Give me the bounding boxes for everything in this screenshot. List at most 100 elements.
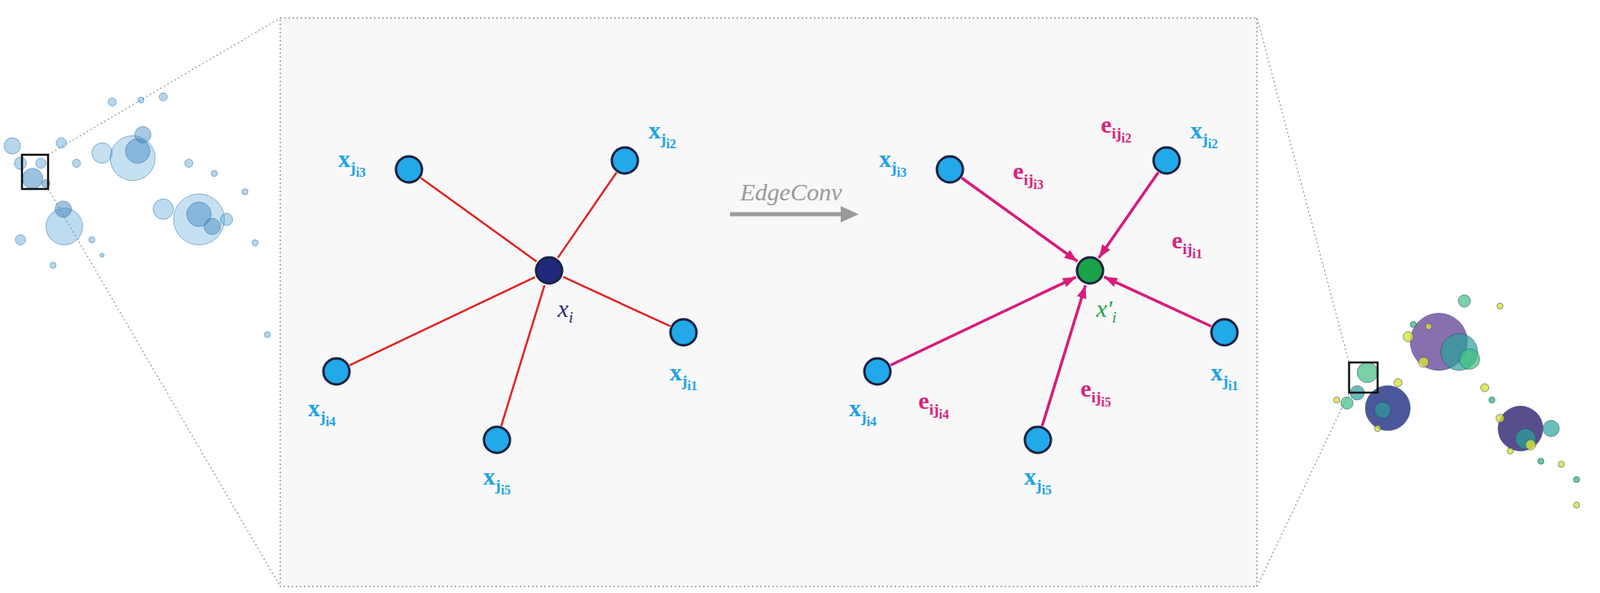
point-node: xji2 — [610, 145, 640, 176]
cloud-point — [15, 234, 27, 246]
cloud-point — [1538, 457, 1545, 465]
point-circle — [395, 156, 422, 183]
point-circle — [611, 147, 638, 174]
node-shape — [321, 356, 352, 387]
cloud-point — [14, 157, 27, 170]
cloud-point — [137, 96, 145, 104]
cloud-point — [1542, 420, 1560, 437]
transform-arrowhead — [840, 206, 859, 223]
edge-feature-label: eiji3 — [1012, 158, 1044, 192]
point-circle — [1153, 147, 1180, 174]
cloud-point — [1573, 476, 1581, 484]
point-node: xji4 — [862, 356, 893, 387]
point-label: xji3 — [338, 146, 366, 180]
point-cloud — [1333, 294, 1580, 509]
node-shape — [534, 255, 564, 286]
cloud-point — [1333, 396, 1341, 404]
point-label: xji3 — [879, 146, 907, 180]
cloud-point — [134, 126, 151, 143]
cloud-point — [204, 218, 221, 235]
point-node: xji5 — [1023, 425, 1053, 455]
point-node: xji4 — [321, 356, 352, 387]
cloud-point — [1498, 406, 1543, 452]
edge-feature-label: eiji5 — [1080, 376, 1112, 409]
point-label: x'i — [1095, 296, 1117, 326]
cloud-point — [1458, 294, 1471, 308]
cloud-point — [1558, 461, 1565, 468]
node-shape — [1023, 425, 1053, 455]
cloud-point — [108, 97, 117, 106]
cloud-point — [1425, 323, 1433, 330]
point-node: xji3 — [935, 154, 965, 185]
point-circle — [936, 156, 963, 183]
point-label: xji2 — [1190, 118, 1218, 151]
edge-feature-arrow — [1098, 172, 1159, 259]
point-label: xji4 — [848, 395, 877, 429]
neighbor-link — [558, 172, 617, 259]
point-circle — [1024, 426, 1051, 453]
neighbor-link — [562, 276, 670, 327]
cloud-point — [55, 201, 72, 218]
point-circle — [483, 426, 510, 453]
cloud-point — [263, 331, 271, 339]
point-label: xji5 — [1024, 464, 1052, 497]
point-node: xji1 — [1209, 317, 1240, 348]
cloud-point — [1340, 396, 1354, 409]
edge-feature-arrow — [890, 276, 1077, 365]
cloud-point — [4, 137, 21, 154]
cloud-point — [173, 193, 225, 246]
edge-feature-label: eiji4 — [918, 388, 950, 422]
node-shape — [1151, 145, 1182, 176]
cloud-point — [251, 239, 259, 247]
point-circle — [864, 358, 891, 385]
cloud-point — [49, 262, 57, 269]
node-shape — [1075, 255, 1105, 286]
zoom-line — [48, 189, 281, 587]
point-label: xji5 — [483, 464, 511, 497]
cloud-point — [1495, 414, 1504, 423]
cloud-point — [1507, 448, 1514, 455]
cloud-point — [22, 168, 44, 190]
cloud-point — [1418, 356, 1429, 368]
zoom-panel — [280, 17, 1258, 587]
edge-feature-arrow — [962, 178, 1078, 262]
edge-feature-arrow — [1041, 285, 1086, 427]
zoom-square — [1349, 362, 1378, 393]
cloud-point — [1497, 303, 1504, 310]
neighbor-link — [421, 178, 537, 262]
point-label: xji4 — [307, 395, 336, 429]
zoom-square — [21, 154, 49, 190]
node-shape — [610, 145, 640, 176]
cloud-point — [88, 237, 96, 244]
cloud-point — [1489, 396, 1496, 404]
point-node: x'i — [1075, 255, 1105, 286]
cloud-point — [210, 170, 218, 177]
cloud-point — [1357, 362, 1378, 383]
point-label: xji1 — [669, 360, 698, 393]
cloud-point — [1393, 378, 1403, 387]
cloud-point — [72, 158, 81, 168]
cloud-point — [109, 136, 155, 181]
cloud-point — [1525, 439, 1537, 451]
cloud-point — [184, 158, 194, 168]
node-shape — [482, 425, 512, 455]
point-circle — [323, 358, 350, 385]
point-node: xji1 — [668, 317, 699, 348]
point-node: xi — [534, 255, 564, 286]
cloud-point — [241, 189, 249, 196]
cloud-point — [1402, 331, 1414, 343]
cloud-point — [35, 158, 47, 169]
point-circle — [670, 319, 697, 346]
zoom-line — [48, 17, 281, 155]
edge-feature-arrow — [1103, 276, 1211, 327]
cloud-point — [1374, 402, 1391, 419]
neighbor-link — [349, 276, 536, 365]
node-shape — [668, 317, 699, 348]
cloud-point — [1481, 383, 1490, 392]
point-node: xji2 — [1151, 145, 1182, 176]
cloud-point — [220, 213, 233, 226]
cloud-point — [158, 92, 168, 102]
zoom-line — [1257, 392, 1350, 587]
